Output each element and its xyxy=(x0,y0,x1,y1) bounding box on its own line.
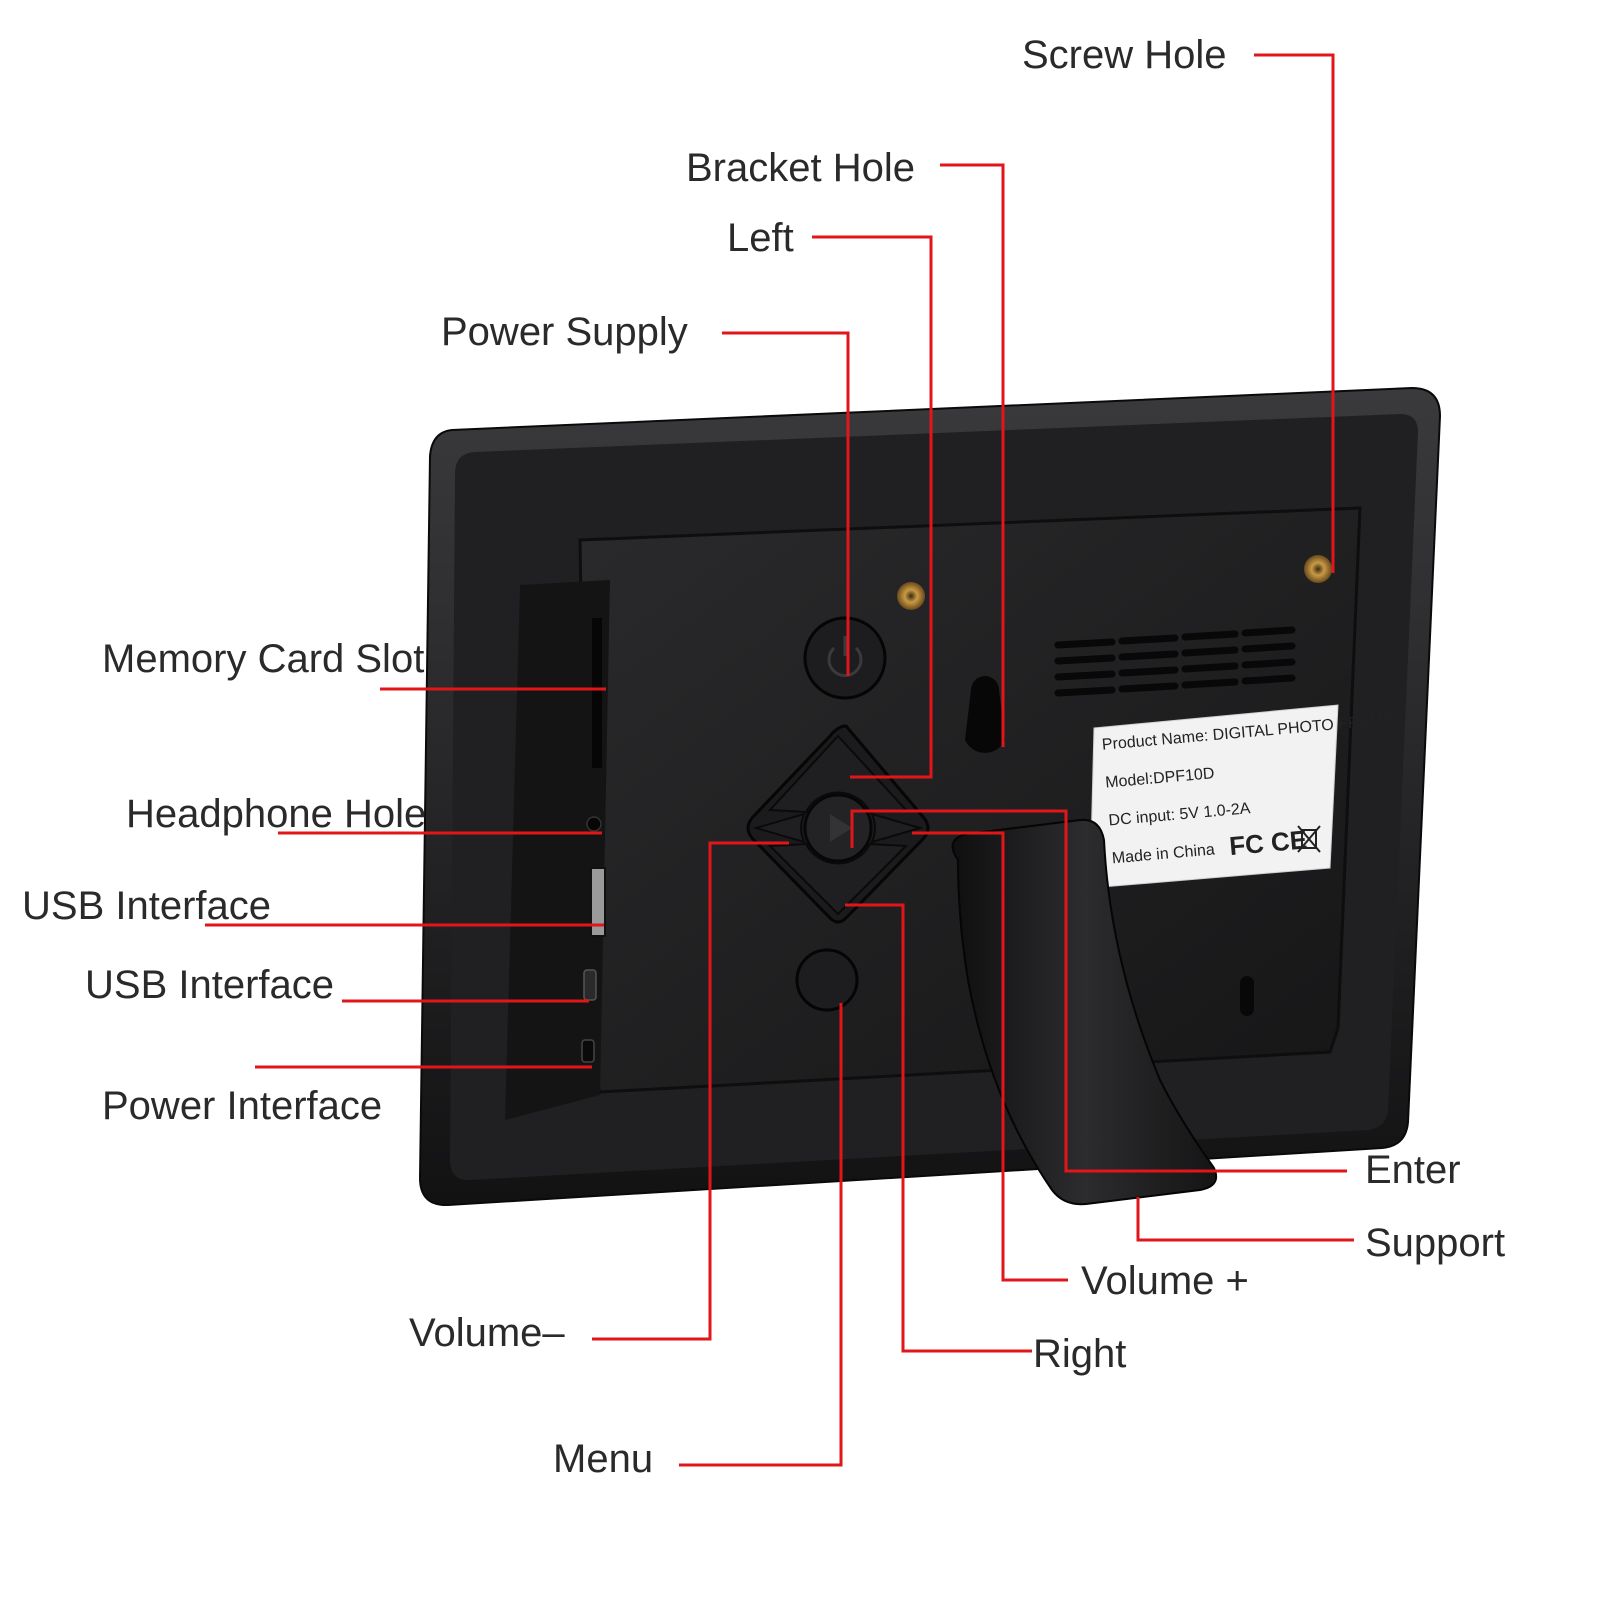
label-headphone-hole: Headphone Hole xyxy=(126,792,426,836)
label-power-interface: Power Interface xyxy=(102,1084,382,1128)
leader-bracket-hole xyxy=(940,163,1005,747)
dpad-right-button[interactable] xyxy=(870,812,924,844)
label-memory-card-slot: Memory Card Slot xyxy=(102,637,424,681)
label-usb-interface-1: USB Interface xyxy=(22,884,271,928)
leader-lines xyxy=(205,53,1354,1467)
menu-button[interactable] xyxy=(795,948,859,1012)
leader-power-supply xyxy=(722,331,850,676)
support-stand[interactable] xyxy=(951,818,1218,1206)
info-sticker: Product Name: DIGITAL PHOTO FRAME Model:… xyxy=(1089,704,1395,889)
leader-menu xyxy=(679,1003,843,1467)
weee-bin-icon xyxy=(1297,825,1321,853)
label-left: Left xyxy=(727,216,794,260)
label-enter: Enter xyxy=(1365,1148,1461,1192)
leader-left xyxy=(812,235,933,779)
usb-port-a[interactable] xyxy=(590,867,606,937)
label-support: Support xyxy=(1365,1221,1505,1265)
label-volume-plus: Volume + xyxy=(1081,1259,1249,1303)
label-usb-interface-2: USB Interface xyxy=(85,963,334,1007)
headphone-hole[interactable] xyxy=(586,816,602,832)
power-port[interactable] xyxy=(581,1039,595,1063)
leader-enter xyxy=(850,809,1347,1173)
dpad-down-button[interactable] xyxy=(767,842,909,916)
label-right: Right xyxy=(1033,1332,1126,1376)
usb-port-micro[interactable] xyxy=(583,969,597,1001)
dpad-left-button[interactable] xyxy=(752,812,806,844)
leader-right xyxy=(845,903,1032,1353)
leader-support xyxy=(1136,1197,1354,1242)
speaker-grille xyxy=(1054,626,1296,697)
photo-frame-device: Product Name: DIGITAL PHOTO FRAME Model:… xyxy=(418,386,1442,1207)
leader-screw-hole xyxy=(1254,53,1335,573)
label-power-supply: Power Supply xyxy=(441,310,688,354)
bracket-hole xyxy=(965,676,1005,753)
label-volume-minus: Volume– xyxy=(409,1311,565,1355)
screw-hole-left xyxy=(897,582,925,610)
label-screw-hole: Screw Hole xyxy=(1022,33,1227,77)
play-icon xyxy=(830,814,852,842)
power-button[interactable] xyxy=(803,616,887,700)
power-icon xyxy=(827,636,863,678)
screw-hole-right xyxy=(1304,555,1332,583)
leader-volume-plus xyxy=(912,831,1068,1282)
dpad-up-button[interactable] xyxy=(767,734,909,814)
sticker-cert-marks: FC CE xyxy=(1228,824,1308,861)
memory-card-slot[interactable] xyxy=(592,618,602,768)
callout-labels: Screw Hole Bracket Hole Left Power Suppl… xyxy=(22,33,1505,1481)
reset-slot xyxy=(1240,976,1254,1016)
label-menu: Menu xyxy=(553,1437,653,1481)
leader-volume-minus xyxy=(592,841,789,1341)
dpad xyxy=(746,724,930,924)
label-bracket-hole: Bracket Hole xyxy=(686,146,915,190)
